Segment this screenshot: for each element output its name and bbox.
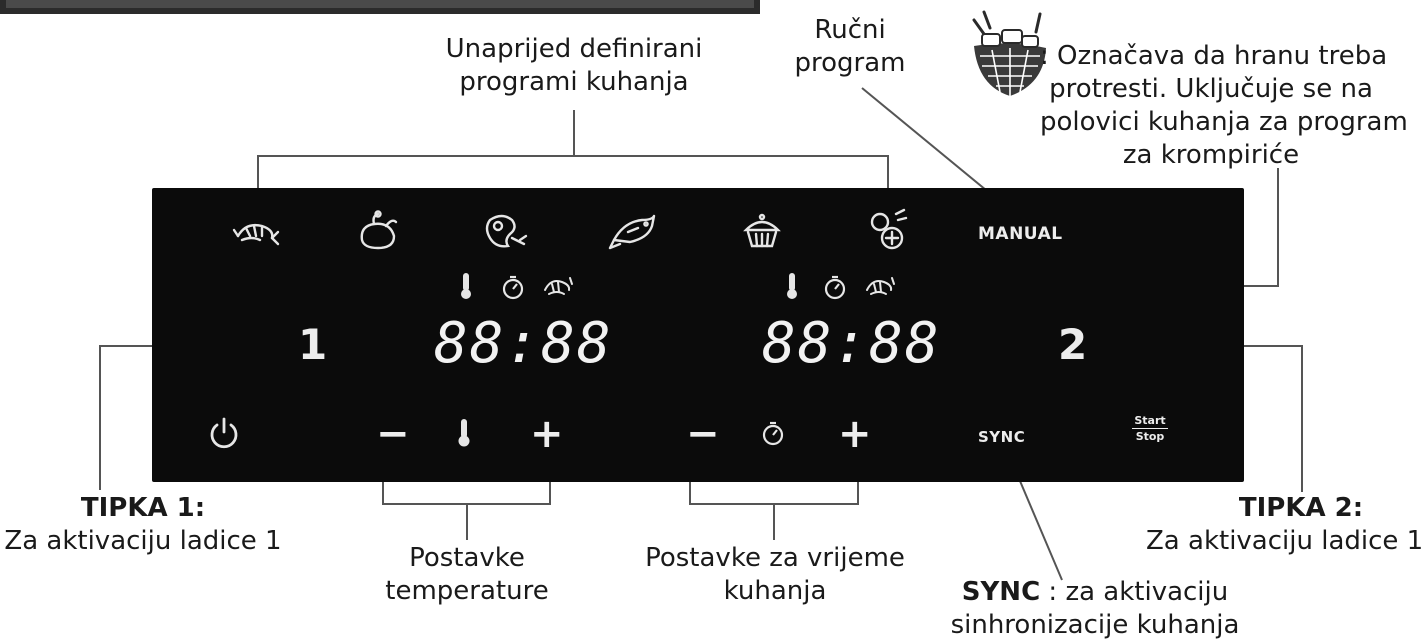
steak-icon[interactable] <box>482 210 528 252</box>
key2-desc: Za aktivaciju ladice 1 <box>1146 526 1423 556</box>
manual-label-line2: program <box>794 48 906 78</box>
shake-label-line4: za krompiriće <box>1122 140 1300 170</box>
shake-label-line2: protresti. Uključuje se na <box>1049 74 1373 104</box>
sync-label-line1: SYNC : za aktivaciju <box>950 576 1240 609</box>
thermometer-icon <box>461 273 471 299</box>
presets-label-line1: Unaprijed definirani <box>445 34 703 64</box>
zone-2-button[interactable]: 2 <box>1058 320 1088 369</box>
sync-button[interactable]: SYNC <box>978 428 1026 446</box>
sync-label-line2: sinhronizacije kuhanja <box>950 610 1240 640</box>
timer-icon <box>502 275 524 300</box>
zone-1-button[interactable]: 1 <box>298 320 328 369</box>
fish-icon[interactable] <box>608 212 660 250</box>
shake-icon <box>866 277 895 295</box>
power-icon[interactable] <box>208 416 240 450</box>
shrimp-icon[interactable] <box>232 214 280 250</box>
key1-desc: Za aktivaciju ladice 1 <box>4 526 282 556</box>
shake-icon <box>544 277 573 295</box>
presets-label-line2: programi kuhanja <box>459 67 689 97</box>
timer-icon <box>824 275 846 300</box>
time-plus-button[interactable]: + <box>838 411 872 457</box>
header-bar-inner <box>6 0 754 8</box>
temperature-label-line2: temperature <box>385 576 549 606</box>
start-stop-button[interactable]: Start Stop <box>1132 414 1168 443</box>
sync-label-rest: : za aktivaciju <box>1040 577 1229 607</box>
time-timer-icon <box>762 421 784 446</box>
manual-label-line1: Ručni <box>814 15 886 45</box>
shake-label-line1: : Označava da hranu treba <box>1040 41 1388 71</box>
shake-basket-icon <box>972 10 1046 96</box>
sync-label: SYNC : za aktivaciju sinhronizacije kuha… <box>950 576 1240 642</box>
cake-icon[interactable] <box>742 212 782 250</box>
temperature-label-line1: Postavke <box>409 543 525 573</box>
temperature-minus-button[interactable]: − <box>376 411 410 457</box>
manual-label: Ručni program <box>770 14 930 80</box>
shake-label: : Označava da hranu treba protresti. Ukl… <box>1040 40 1408 172</box>
header-bar <box>0 0 760 14</box>
key1-title: TIPKA 1: <box>80 493 206 523</box>
time-label-line1: Postavke za vrijeme <box>645 543 905 573</box>
temperature-label: Postavke temperature <box>370 542 564 608</box>
temperature-icon <box>458 419 470 447</box>
start-label: Start <box>1132 414 1168 429</box>
time-minus-button[interactable]: − <box>686 411 720 457</box>
time-label: Postavke za vrijeme kuhanja <box>636 542 914 608</box>
manual-button[interactable]: MANUAL <box>978 224 1063 244</box>
presets-label: Unaprijed definirani programi kuhanja <box>400 33 748 99</box>
key2-title: TIPKA 2: <box>1238 493 1364 523</box>
temperature-plus-button[interactable]: + <box>530 411 564 457</box>
control-panel: MANUAL 1 88:88 88:88 2 − + − + SYNC Star… <box>152 188 1244 482</box>
display-zone-2: 88:88 <box>762 311 941 376</box>
shake-label-line3: polovici kuhanja za program <box>1040 107 1408 137</box>
sync-label-bold: SYNC <box>961 577 1041 607</box>
vegetables-icon[interactable] <box>866 208 910 252</box>
time-label-line2: kuhanja <box>723 576 827 606</box>
key2-label: TIPKA 2: Za aktivaciju ladice 1 <box>1146 492 1423 558</box>
thermometer-icon <box>787 273 797 299</box>
display-zone-1: 88:88 <box>434 311 613 376</box>
key1-label: TIPKA 1: Za aktivaciju ladice 1 <box>0 492 286 558</box>
chicken-icon[interactable] <box>356 210 400 252</box>
stop-label: Stop <box>1135 430 1165 443</box>
